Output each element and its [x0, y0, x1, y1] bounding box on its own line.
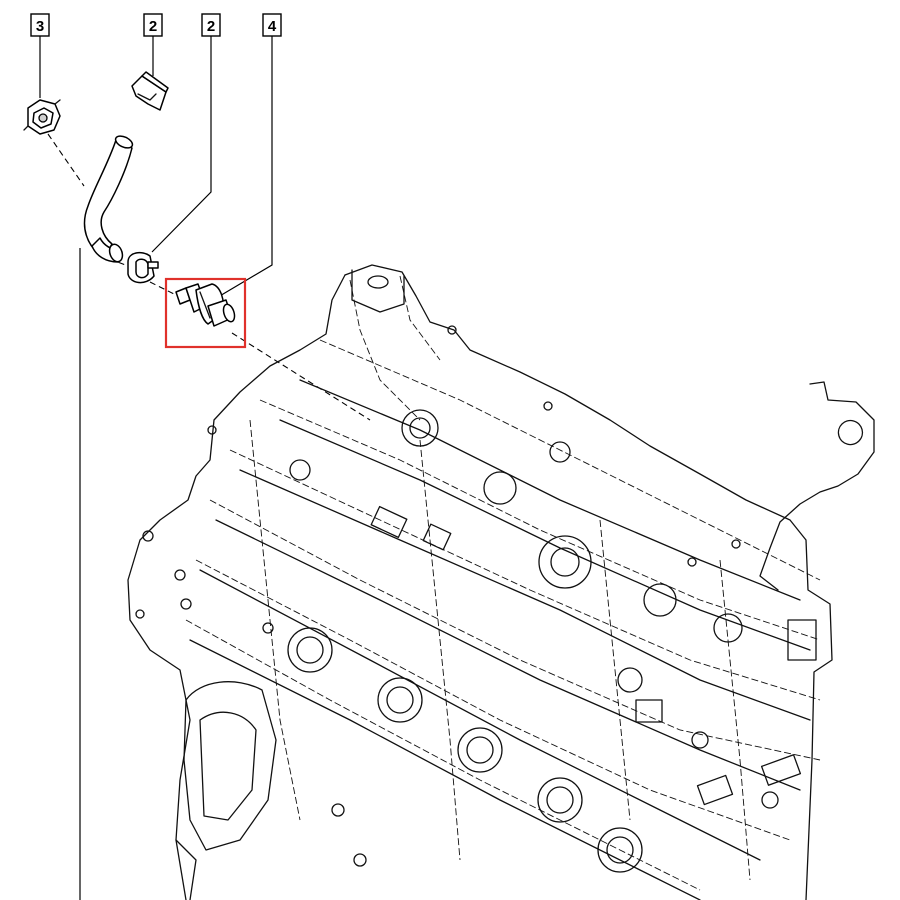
svg-text:2: 2 [149, 18, 157, 35]
hose-clamp-lower-icon [127, 251, 159, 284]
callout-2-lower: 2 [151, 13, 221, 253]
callout-3: 3 [30, 13, 50, 98]
pcv-valve-icon [175, 283, 236, 327]
part-highlight-box [164, 277, 247, 349]
svg-text:3: 3 [36, 18, 44, 35]
engine-cylinder-head-icon [127, 264, 875, 900]
hose-clamp-upper-icon [131, 71, 169, 111]
callout-4: 4 [212, 13, 282, 301]
callout-2-upper: 2 [143, 13, 163, 76]
svg-text:4: 4 [268, 18, 277, 35]
svg-text:2: 2 [207, 18, 215, 35]
clip-nut-icon [23, 99, 61, 135]
breather-hose-icon [83, 135, 134, 263]
